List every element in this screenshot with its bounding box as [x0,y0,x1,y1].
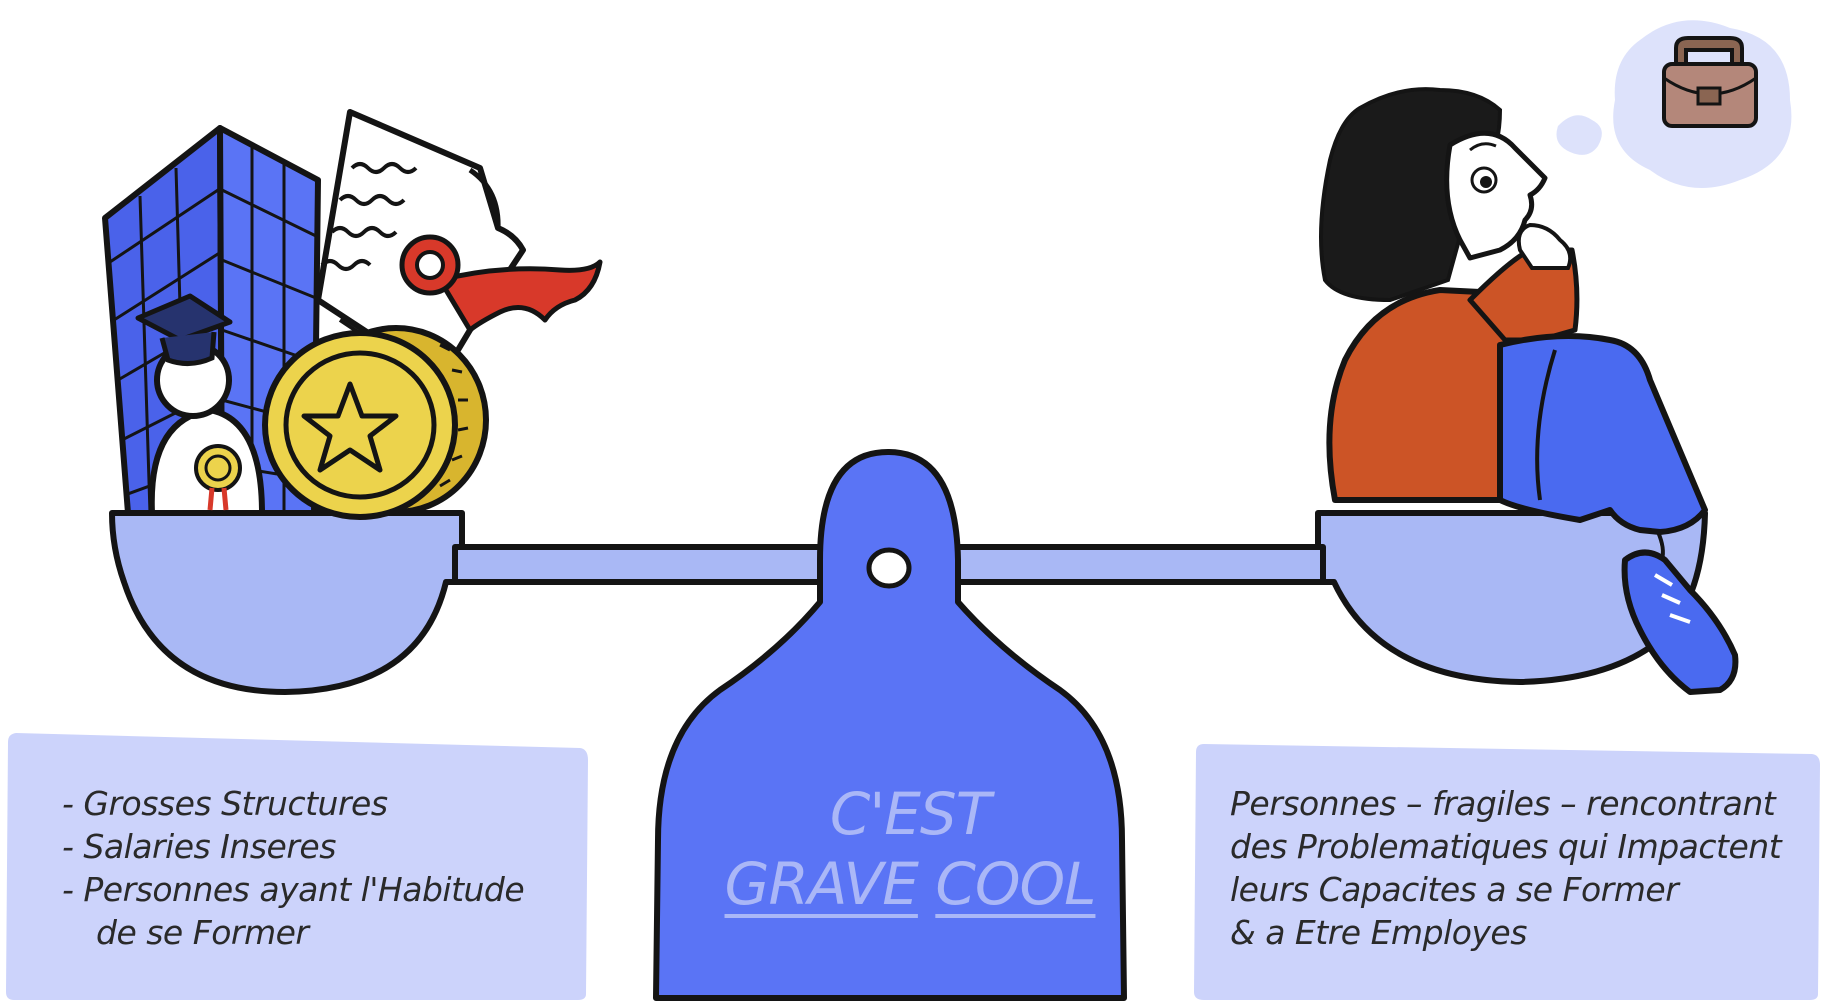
right-label-line: & a Etre Employes [1230,913,1527,952]
right-label-line: leurs Capacites a se Former [1230,870,1679,909]
briefcase-icon [1662,36,1758,128]
left-label: - Grosses Structures - Salaries Inseres … [62,782,582,954]
center-title-line1: C'EST [829,780,991,848]
right-label: Personnes – fragiles – rencontrant des P… [1230,782,1790,954]
right-label-line: Personnes – fragiles – rencontrant [1230,784,1776,823]
right-label-background [1194,744,1820,1000]
center-word-grave: GRAVE [724,850,919,918]
certificate-document-icon [315,109,603,422]
left-label-line: - Grosses Structures [62,784,388,823]
left-label-background [6,733,588,1000]
right-label-line: des Problematiques qui Impactent [1230,827,1782,866]
scale-base [653,449,1127,1001]
thinking-woman-icon [1319,87,1739,695]
left-scale-pan [109,510,465,695]
pivot-hole [866,547,912,589]
left-label-line: de se Former [96,913,309,952]
left-label-line: - Personnes ayant l'Habitude [62,870,525,909]
gold-star-coin-icon [262,325,489,520]
center-title-line2: GRAVE COOL [650,850,1170,918]
center-word-cool: COOL [935,850,1096,918]
graduate-figure-icon [135,293,265,516]
left-label-line: - Salaries Inseres [62,827,336,866]
